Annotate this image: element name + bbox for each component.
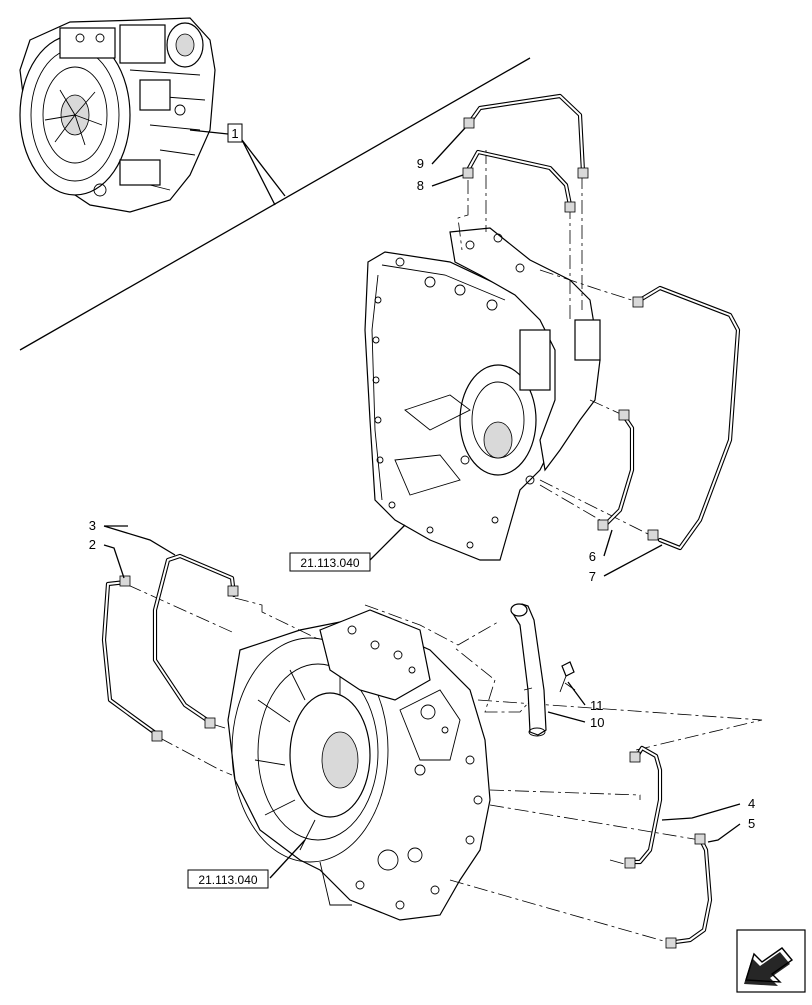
callout-11: 11 (590, 698, 604, 713)
callout-11-leader (567, 681, 586, 706)
guide-line-3a (234, 597, 321, 641)
callout-1: 1 (231, 126, 238, 141)
callout-7-leader (603, 544, 663, 577)
upper-transmission-housing (364, 227, 601, 561)
callout-3-leader (103, 525, 176, 556)
guide-line-4a (477, 699, 763, 751)
pipe-7 (632, 285, 741, 551)
callout-10: 10 (590, 715, 604, 730)
lower-transmission-housing (227, 609, 491, 921)
transmission-assembly-thumbnail (19, 17, 216, 213)
guide-line-5b (449, 879, 669, 943)
guide-line-7b (539, 479, 651, 536)
pipe-8 (462, 149, 576, 213)
pipe-9 (463, 93, 589, 179)
callout-1-box (227, 123, 243, 143)
guide-line-7a (539, 269, 639, 303)
ref-lower-leader (269, 839, 306, 879)
nav-arrow-icon[interactable] (736, 929, 806, 993)
callout-7: 7 (589, 569, 596, 584)
ref-lower-box[interactable] (187, 869, 269, 889)
tube-10 (510, 603, 547, 737)
ref-upper-box[interactable] (289, 552, 371, 572)
guide-line-8 (457, 180, 469, 251)
pipe-2 (101, 575, 163, 742)
bolt-11 (559, 661, 575, 693)
pipe-5 (665, 833, 713, 949)
callout-4-leader (661, 803, 741, 821)
guide-line-5a (489, 804, 701, 841)
callout-4: 4 (748, 796, 755, 811)
section-separator-line (19, 57, 531, 351)
callout-2-leader (103, 544, 125, 579)
callout-6-leader (603, 529, 613, 557)
guide-line-10a (364, 604, 499, 646)
callout-5-leader (707, 823, 741, 843)
pipe-3 (152, 553, 239, 729)
callout-10-leader (547, 711, 586, 723)
guide-line-4b (489, 789, 641, 800)
pipe-4 (624, 745, 663, 869)
callout-2: 2 (89, 537, 96, 552)
callout-8-leader (431, 174, 464, 187)
callout-1-leaders (241, 139, 286, 206)
guide-line-2a (127, 584, 233, 633)
guide-line-6b (539, 484, 603, 526)
callout-3: 3 (89, 518, 96, 533)
callout-9: 9 (417, 156, 424, 171)
callout-8: 8 (417, 178, 424, 193)
callout-1-leader (189, 129, 229, 135)
ref-lower-housing: 21.113.040 (198, 873, 257, 887)
callout-9-leader (431, 127, 466, 165)
pipe-6 (597, 409, 635, 531)
ref-upper-leader (367, 524, 406, 563)
ref-upper-housing: 21.113.040 (300, 556, 359, 570)
callout-6: 6 (589, 549, 596, 564)
callout-5: 5 (748, 816, 755, 831)
guide-line-2b (159, 737, 233, 776)
guide-line-4c (609, 859, 629, 866)
